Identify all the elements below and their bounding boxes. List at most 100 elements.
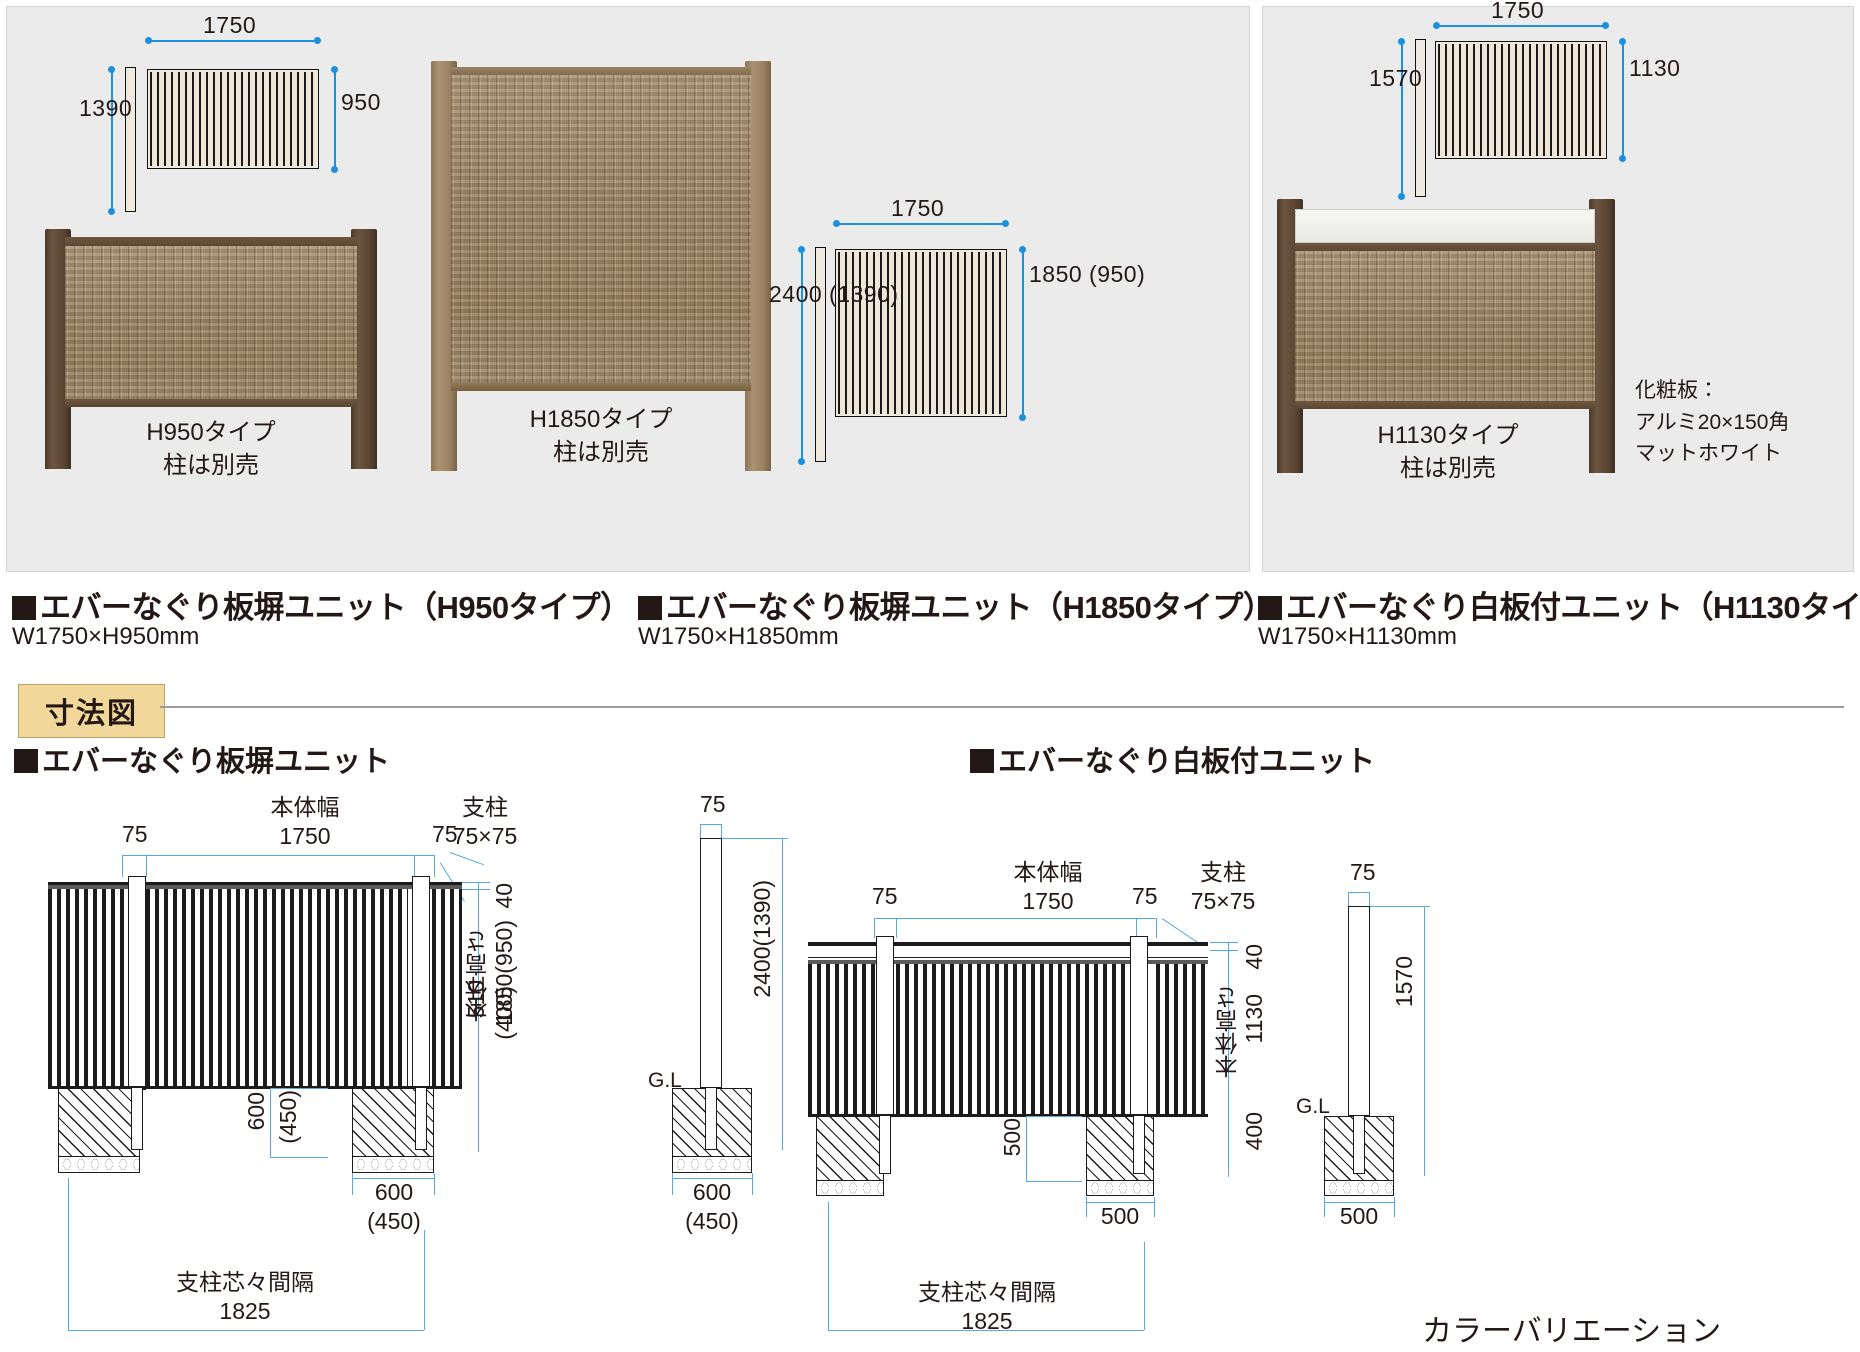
dim-depth-h950: 1390 [79, 95, 133, 121]
dim-line-embed-right [1228, 1117, 1230, 1177]
dim-body-height-label-right: 本体高さ [1215, 986, 1241, 1078]
product-title-text: エバーなぐり白板付ユニット（H1130タイプ） [1286, 590, 1860, 625]
body-width-label: 本体幅 [1013, 859, 1083, 885]
dim-post-gap-left-right-drawing: 75 [872, 883, 898, 909]
fence-mid-rail [1295, 243, 1595, 252]
photo-caption-h1130: H1130タイプ 柱は別売 [1273, 419, 1623, 485]
dim-tick [1394, 1197, 1396, 1217]
dim-top-offset-right: 40 [1241, 944, 1267, 970]
dim-tick [828, 1202, 830, 1330]
fence-top-rail-line [48, 885, 462, 889]
dim-dot [1602, 22, 1609, 29]
dim-footing-depth-alt-left: (450) [275, 1090, 301, 1144]
post-embed-right [415, 1088, 427, 1150]
fence-bottom-rail [1295, 401, 1595, 409]
dim-line-height-h1130 [1622, 41, 1624, 159]
dim-post-gap-right-right-drawing: 75 [1132, 883, 1158, 909]
dim-dot [1398, 193, 1405, 200]
dim-section-post-width-left: 75 [700, 791, 726, 817]
post-spacing-label: 支柱芯々間隔 [176, 1269, 314, 1295]
fence-slats-right-bay-right [1156, 964, 1208, 1114]
fence-slats-right-bay [432, 889, 462, 1087]
dim-tick [424, 1230, 426, 1330]
dim-tick [352, 1173, 354, 1195]
dim-tick [1144, 1242, 1146, 1330]
dim-section-post-height-right: 1570 [1391, 956, 1417, 1008]
section-divider-rule [160, 706, 1844, 708]
dim-depth-h1130: 1570 [1369, 65, 1423, 91]
dim-line-top [122, 855, 434, 857]
square-bullet-icon [638, 596, 662, 620]
dim-dot [314, 37, 321, 44]
post-spacing-label: 支柱芯々間隔 [918, 1279, 1056, 1305]
footing-concrete-left [58, 1088, 140, 1158]
fence-bottom-rail [451, 383, 751, 391]
dim-line-width-h1130 [1436, 25, 1606, 27]
dim-embed-depth-left: 510 [463, 980, 489, 1019]
dim-height-h1850: 1850 (950) [1029, 261, 1146, 287]
fence-top-edge-right [808, 942, 1208, 945]
dim-width-h1130: 1750 [1491, 0, 1545, 23]
fence-slat-panel [451, 75, 751, 385]
footing-width-alt: (450) [367, 1207, 421, 1234]
caption-line-2: 柱は別売 [163, 452, 259, 480]
dim-tick [434, 855, 436, 877]
dim-tick [874, 918, 876, 938]
product-titles-row: エバーなぐり板塀ユニット（H950タイプ） W1750×H950mm エバーなぐ… [0, 582, 1860, 660]
dim-tick [1156, 918, 1158, 938]
post-label: 支柱 [1200, 859, 1246, 885]
dim-line-section-post-width-right [1348, 892, 1370, 894]
caption-line-1: H950タイプ [146, 419, 276, 446]
dim-embed-depth-right: 400 [1241, 1112, 1267, 1151]
dim-post-callout-left: 支柱 75×75 [420, 793, 550, 851]
dim-tick [270, 1157, 328, 1159]
dim-line-depth-h1850 [801, 249, 803, 462]
section-post-column [700, 838, 722, 1088]
product-title-text: エバーなぐり板塀ユニット（H950タイプ） [40, 590, 631, 625]
white-board-band [808, 945, 1208, 958]
fence-top-rail [451, 67, 751, 76]
dim-tick [1026, 1181, 1082, 1183]
footing-gravel-right-right [1086, 1180, 1154, 1196]
dim-tick [1210, 942, 1238, 944]
product-size-h1130: W1750×H1130mm [1258, 623, 1457, 650]
dim-tick [270, 1088, 328, 1090]
technical-drawing-right: 75 本体幅 1750 75 支柱 75×75 40 本体高さ 1130 [790, 859, 1580, 1352]
dim-line-post-spacing-right [828, 1330, 1144, 1332]
section-footing-gravel [672, 1156, 752, 1173]
product-title-text: エバーなぐり板塀ユニット（H1850タイプ） [666, 590, 1274, 625]
dim-dot [331, 66, 338, 73]
subheading-left-drawing: エバーなぐり板塀ユニット [14, 738, 390, 780]
dim-tick [1026, 1116, 1082, 1118]
mini-front-view-h950 [147, 69, 319, 169]
section-post-embed [705, 1088, 717, 1150]
dim-depth-h1850: 2400 (1390) [769, 281, 899, 307]
fence-top-edge [48, 882, 462, 885]
dim-line-section-footing-width-right [1324, 1202, 1394, 1204]
dim-section-footing-width-left: 600 (450) [666, 1178, 758, 1236]
fence-mid-rail-right [808, 960, 1208, 964]
dim-tick [700, 824, 702, 840]
dim-line-footing-depth-right [1026, 1116, 1028, 1182]
dim-line-width-h1850 [836, 223, 1006, 225]
section-footing-width-alt: (450) [685, 1207, 739, 1234]
mini-front-view-h1850 [835, 249, 1007, 417]
dim-line-body-height [478, 882, 480, 1090]
dim-dot [798, 458, 805, 465]
dim-tick [896, 918, 898, 938]
dim-post-callout-right: 支柱 75×75 [1158, 858, 1288, 916]
dim-tick [146, 855, 148, 877]
fence-bottom-edge [48, 1086, 462, 1089]
dim-tick [1210, 950, 1238, 952]
dim-dot [1619, 155, 1626, 162]
footing-concrete-left-right [816, 1116, 884, 1182]
dim-embed-depth-alt-left: (400) [491, 986, 517, 1040]
square-bullet-icon [12, 596, 36, 620]
slat-texture [150, 72, 316, 166]
fence-bottom-edge-right [808, 1114, 1208, 1117]
dim-tick [462, 882, 490, 884]
dim-tick [1086, 1197, 1088, 1217]
photo-panel-left: 1750 1390 950 H950タイプ [6, 6, 1250, 572]
dim-tick [1369, 892, 1371, 908]
dim-tick [1154, 1197, 1156, 1217]
